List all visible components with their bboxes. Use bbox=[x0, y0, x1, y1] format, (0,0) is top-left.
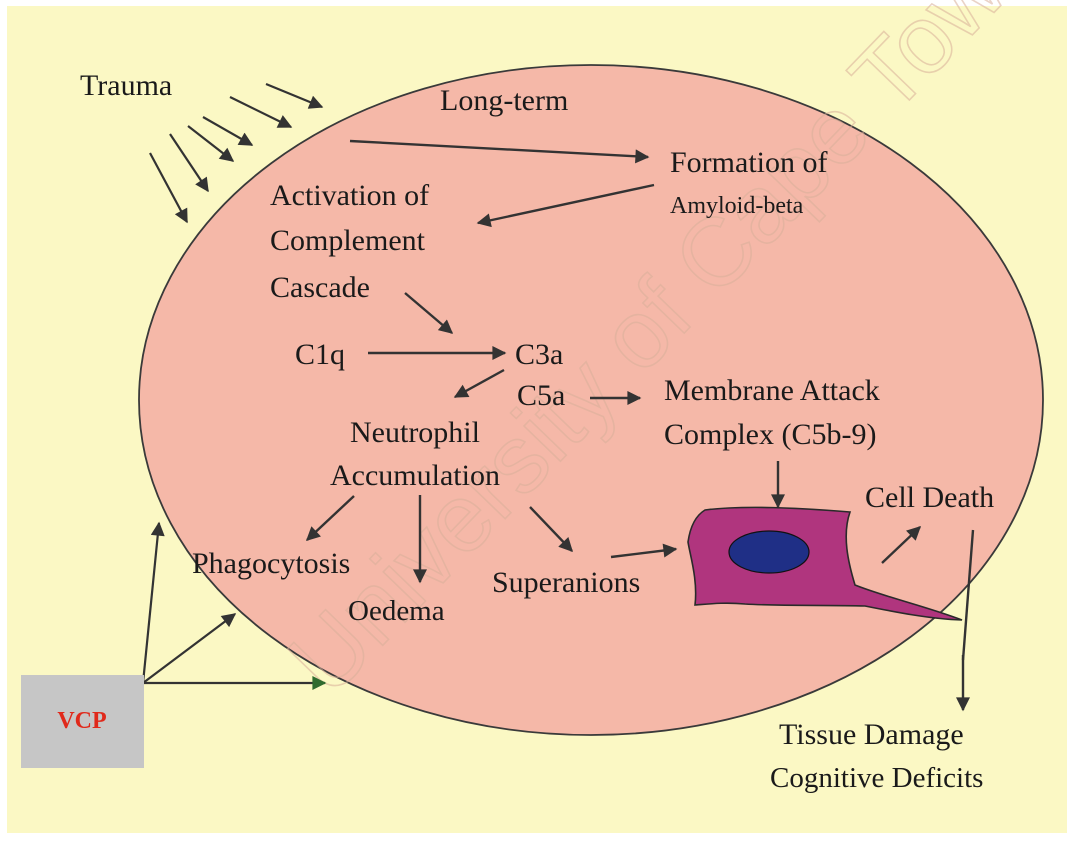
c3a-label: C3a bbox=[515, 338, 563, 371]
trauma-label: Trauma bbox=[80, 69, 172, 102]
c1q-label: C1q bbox=[295, 338, 345, 371]
cell-death-label: Cell Death bbox=[865, 481, 994, 514]
long-term-label: Long-term bbox=[440, 84, 568, 117]
neutrophil-label-line1: Neutrophil bbox=[350, 416, 480, 449]
mac-label-line2: Complex (C5b-9) bbox=[664, 418, 876, 451]
phagocytosis-label: Phagocytosis bbox=[192, 547, 350, 580]
cognitive-deficits-label: Cognitive Deficits bbox=[770, 762, 983, 794]
formation-of-label: Formation of bbox=[670, 146, 828, 179]
superanions-label: Superanions bbox=[492, 566, 640, 599]
neutrophil-label-line2: Accumulation bbox=[330, 459, 500, 492]
c5a-label: C5a bbox=[517, 379, 565, 412]
oedema-label: Oedema bbox=[348, 595, 445, 627]
activation-label-line3: Cascade bbox=[270, 271, 370, 304]
mac-label-line1: Membrane Attack bbox=[664, 374, 880, 407]
tissue-damage-label: Tissue Damage bbox=[779, 718, 964, 751]
cell-nucleus bbox=[729, 531, 809, 573]
vcp-label: VCP bbox=[57, 708, 106, 734]
activation-label-line1: Activation of bbox=[270, 179, 429, 212]
activation-label-line2: Complement bbox=[270, 224, 426, 257]
amyloid-beta-label: Amyloid-beta bbox=[670, 193, 804, 219]
